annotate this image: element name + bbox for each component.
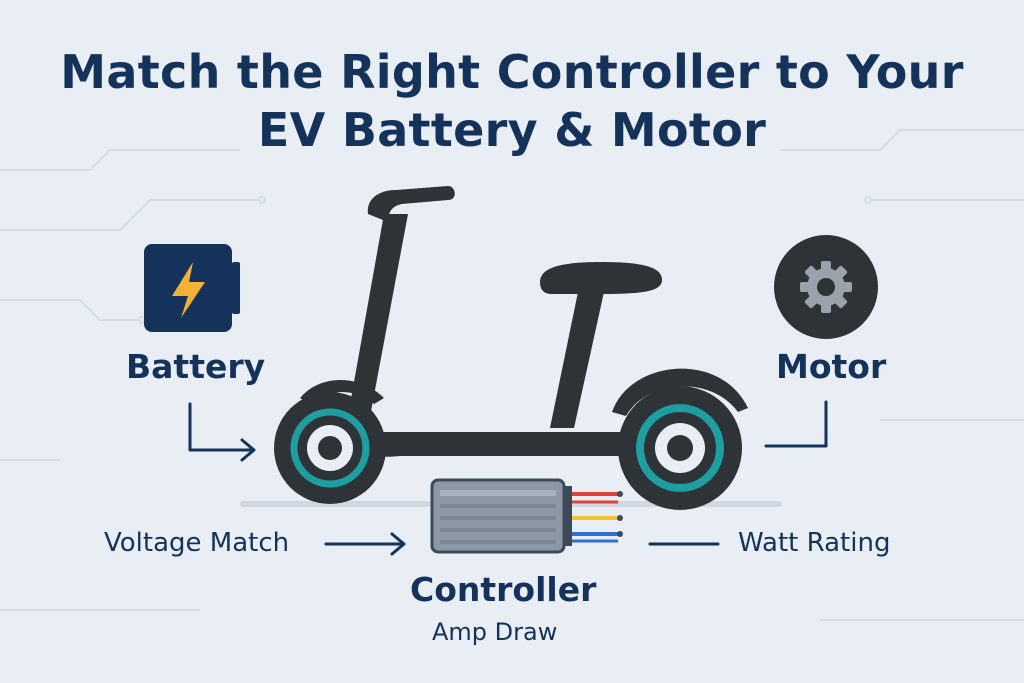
seat-post bbox=[550, 292, 604, 428]
title-line-1: Match the Right Controller to Your bbox=[60, 45, 964, 99]
voltage-match-label: Voltage Match bbox=[104, 528, 290, 558]
battery-arrow bbox=[188, 402, 254, 452]
front-fender bbox=[300, 380, 384, 404]
title-line-2: EV Battery & Motor bbox=[257, 103, 767, 157]
gear-icon bbox=[800, 261, 852, 313]
front-wheel bbox=[274, 392, 386, 504]
watt-rating-label: Watt Rating bbox=[738, 528, 891, 558]
amp-draw-label: Amp Draw bbox=[432, 618, 558, 646]
controller-label: Controller bbox=[410, 570, 597, 609]
motor-connector bbox=[764, 400, 828, 448]
battery-arrowhead bbox=[240, 438, 256, 462]
lightning-bolt-icon bbox=[172, 262, 205, 318]
rear-fender bbox=[612, 368, 748, 416]
motor-icon bbox=[774, 235, 878, 339]
rear-wheel bbox=[618, 386, 742, 510]
circuit-background bbox=[0, 129, 1024, 621]
battery-label: Battery bbox=[126, 347, 266, 386]
scooter-illustration bbox=[274, 186, 748, 510]
handlebar bbox=[367, 186, 455, 222]
stem bbox=[344, 214, 408, 438]
seat bbox=[540, 262, 662, 294]
battery-icon bbox=[144, 244, 240, 332]
motor-label: Motor bbox=[776, 347, 887, 386]
voltage-arrowhead bbox=[390, 532, 406, 556]
controller-icon bbox=[430, 478, 623, 554]
